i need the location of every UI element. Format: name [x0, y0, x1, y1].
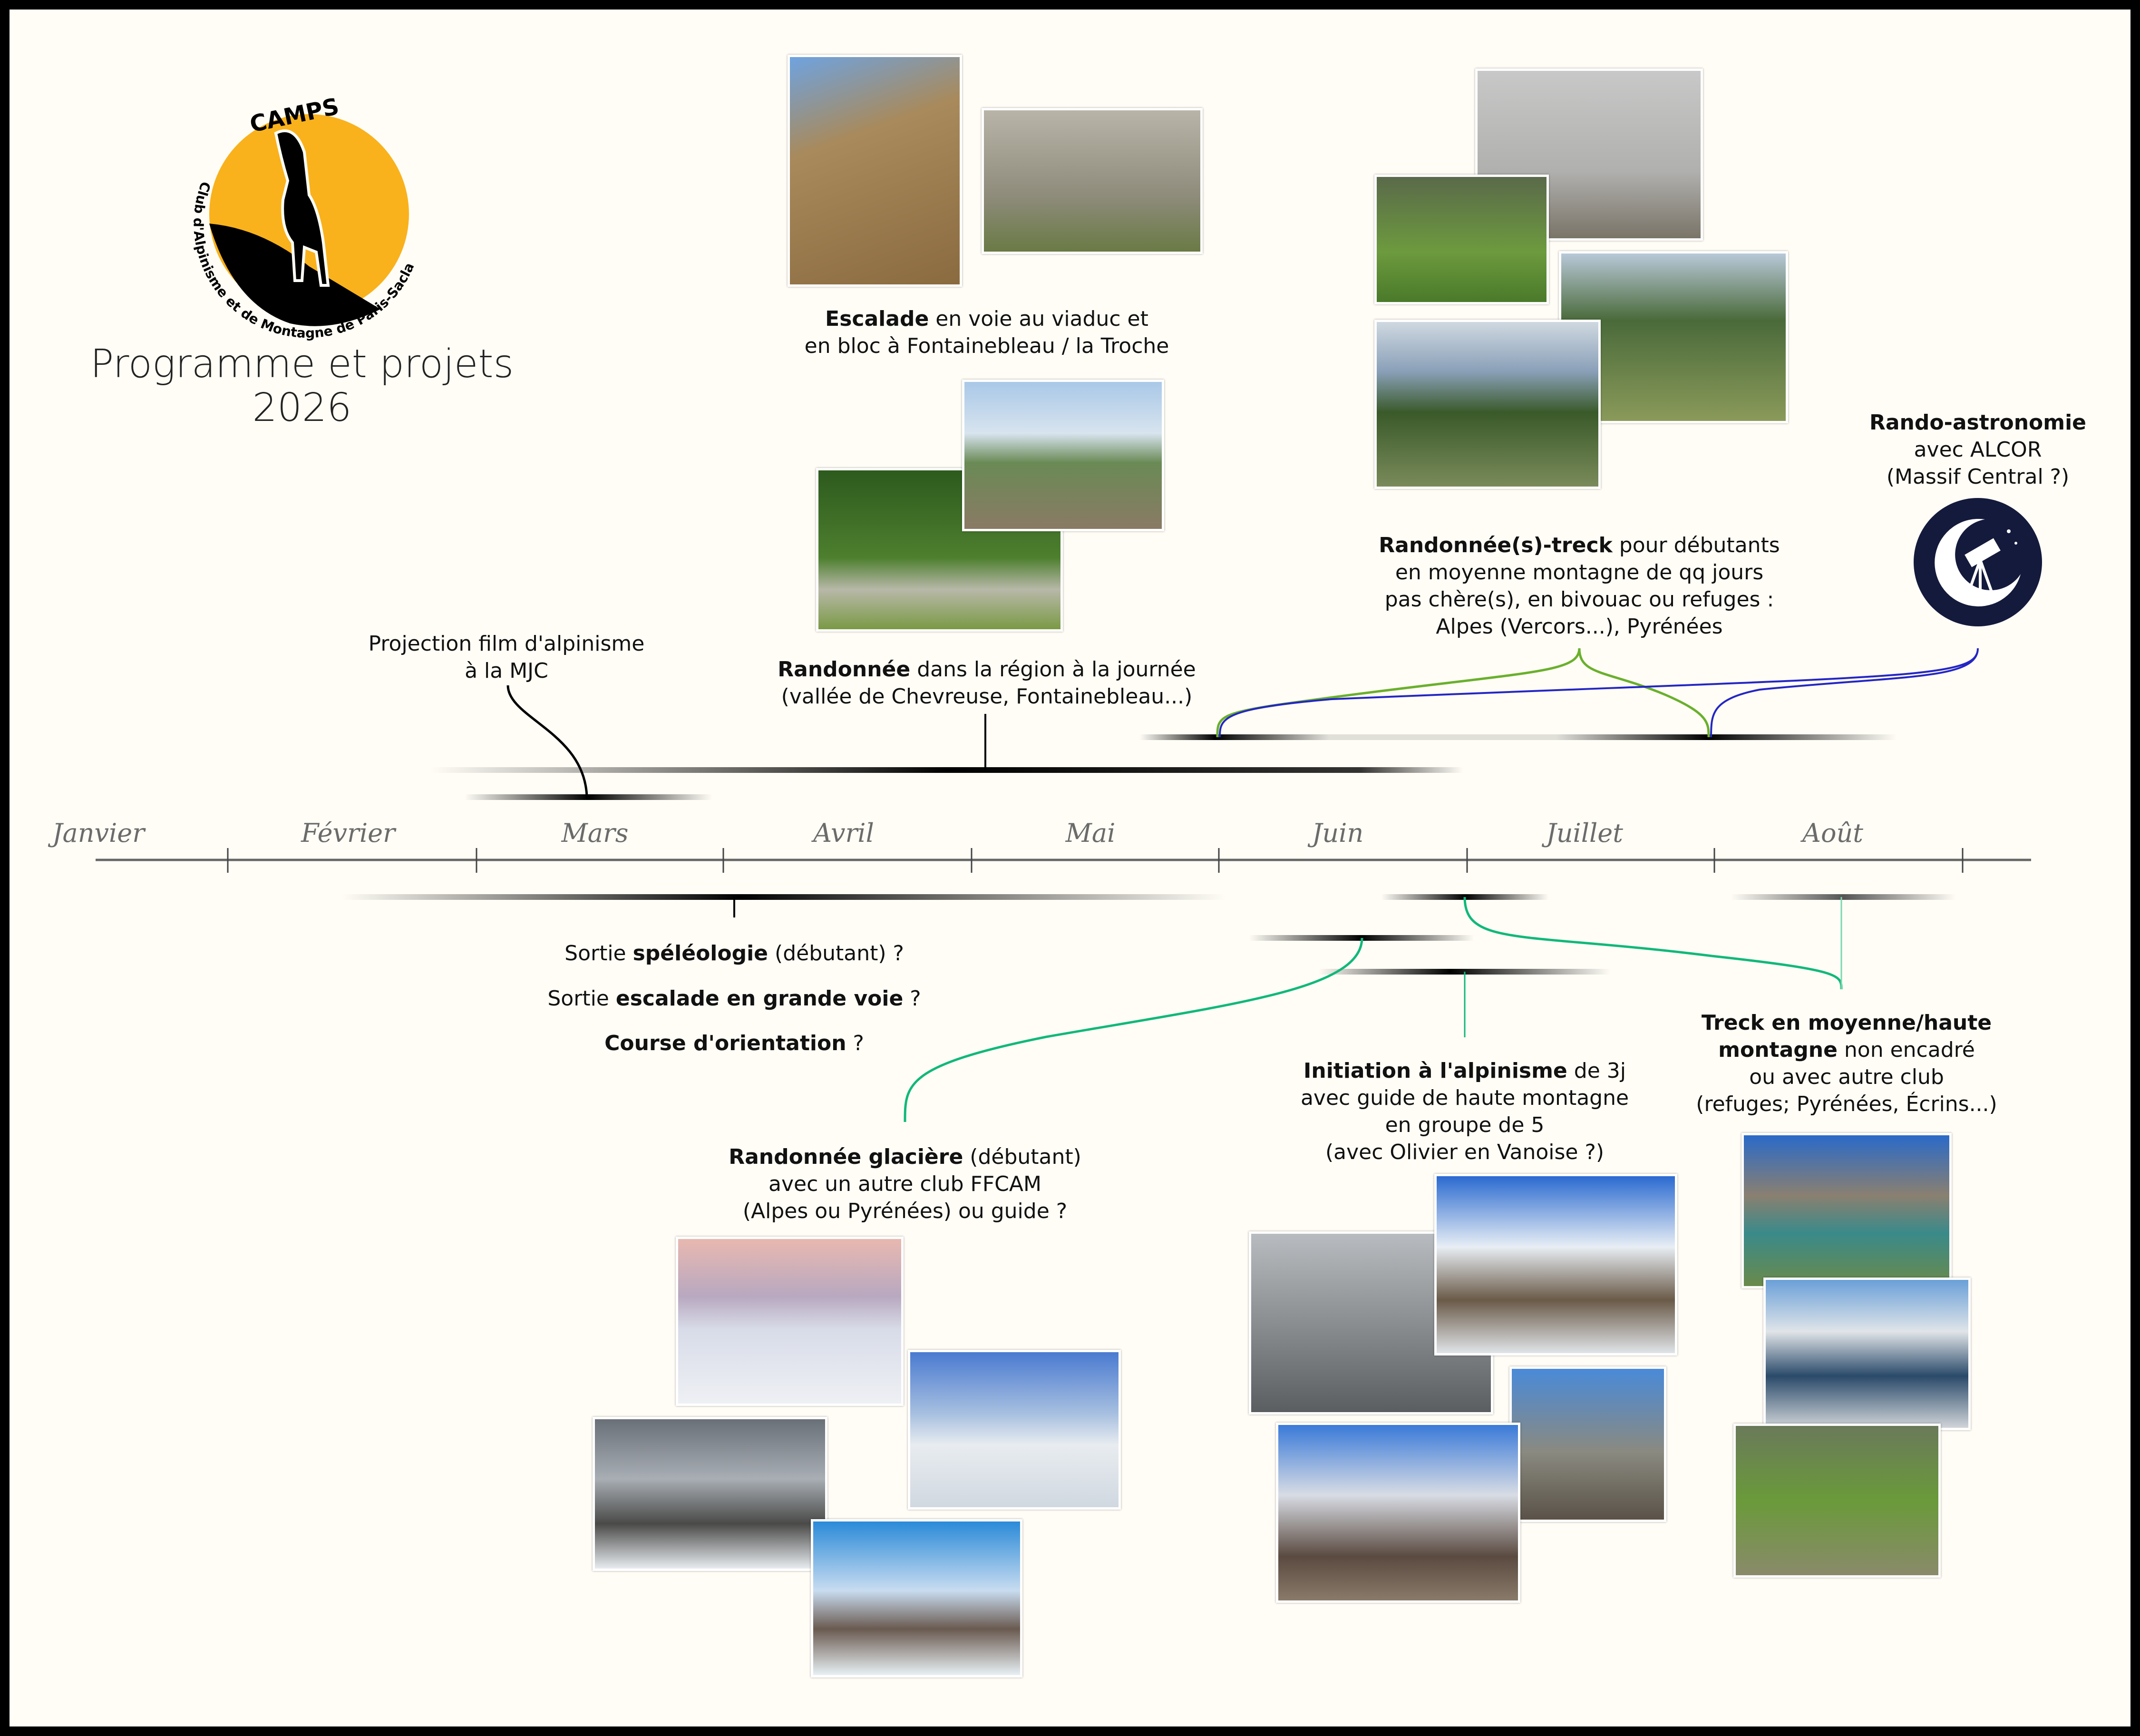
photo-glacier-aube [676, 1237, 904, 1406]
title-line: Programme et projets [90, 341, 514, 387]
photo-aout-lac-glace [1763, 1278, 1971, 1430]
event-alpinisme: Initiation à l'alpinisme de 3j avec guid… [1300, 1059, 1629, 1164]
bar-aout [1731, 894, 1956, 900]
month-aout: Août [1802, 818, 1863, 848]
photo-rando-panorama [962, 380, 1164, 531]
event-rando: Randonnée dans la région à la journée (v… [778, 657, 1196, 709]
event-treck-debutants: Randonnée(s)-treck pour débutants en moy… [1379, 533, 1780, 639]
bar-projection [464, 794, 712, 800]
photo-alpi-grimpeur [1509, 1366, 1666, 1522]
month-janvier: Janvier [52, 818, 145, 848]
ibex-icon [274, 129, 330, 287]
photo-chamois [1475, 68, 1703, 241]
photo-alpi-sommets [1276, 1423, 1520, 1603]
connector-treck-haute [1463, 897, 1843, 990]
photo-rando-foret [816, 468, 1063, 632]
connector-projection [506, 685, 588, 798]
photo-escalade-bloc [982, 108, 1203, 254]
month-avril: Avril [813, 818, 874, 848]
bar-speleo [341, 894, 1226, 900]
photo-glacier-sommet [811, 1519, 1022, 1677]
photo-treck-groupe [1374, 175, 1549, 304]
title-year: 2026 [252, 385, 352, 430]
camps-logo: CAMPS Club d'Alpinisme et de Montagne de… [166, 86, 417, 341]
telescope-icon [1914, 498, 2042, 626]
page-title: Programme et projets 2026 [90, 342, 514, 430]
photo-glacier-nuages [593, 1417, 827, 1571]
bar-treck-astro [1139, 734, 1897, 740]
event-astro: Rando-astronomie avec ALCOR (Massif Cent… [1869, 410, 2087, 489]
month-juin: Juin [1312, 818, 1364, 848]
event-escalade: Escalade en voie au viaduc et en bloc à … [804, 307, 1169, 358]
event-glaciere: Randonnée glacière (débutant) avec un au… [729, 1145, 1081, 1223]
month-mars: Mars [561, 818, 629, 848]
month-mai: Mai [1065, 818, 1116, 848]
event-treck-haute: Treck en moyenne/haute montagne non enca… [1696, 1011, 1997, 1116]
photo-treck-vallee [1374, 320, 1601, 489]
connector-treck-debutants [1216, 648, 1710, 738]
photo-escalade-viaduc [788, 55, 962, 287]
photo-glacier-soleil [908, 1350, 1121, 1510]
axis-ticks [227, 848, 1964, 873]
timeline-poster: CAMPS Club d'Alpinisme et de Montagne de… [10, 10, 2130, 1726]
photo-aout-lac [1741, 1133, 1952, 1288]
connector-glaciere [904, 937, 1363, 1122]
connector-astro [1219, 648, 1979, 738]
month-fevrier: Février [301, 818, 395, 848]
bar-rando-escalade [430, 767, 1463, 773]
photo-alpi-arete [1434, 1174, 1677, 1356]
month-juillet: Juillet [1546, 818, 1623, 848]
event-speleo: Sortie spéléologie (débutant) ? [564, 941, 904, 966]
event-orientation: Course d'orientation ? [604, 1031, 864, 1055]
photo-aout-pente [1733, 1424, 1941, 1578]
event-grande-voie: Sortie escalade en grande voie ? [547, 986, 921, 1011]
